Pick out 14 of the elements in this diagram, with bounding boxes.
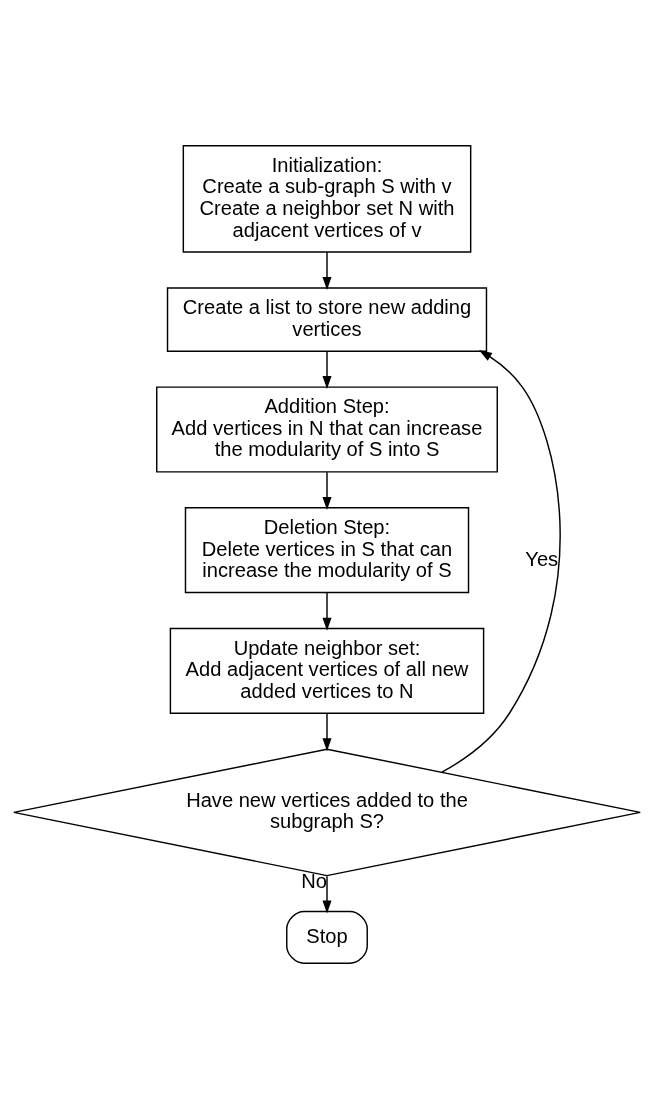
arrow xyxy=(322,350,332,389)
arrow xyxy=(322,591,332,631)
arrow xyxy=(441,349,561,773)
node-box: Addition Step: Add vertices in N that can increase the modularity of S into S xyxy=(156,385,498,473)
node-box: Initialization: Create a sub-graph S with v Create a neighbor set N with adjacent vertices of v xyxy=(182,144,472,253)
node-box: Update neighbor set: Add adjacent vertices of all new added vertices to N xyxy=(169,627,485,714)
arrow xyxy=(322,470,332,510)
node-box: Deletion Step: Delete vertices in S that can increase the modularity of S xyxy=(184,506,470,593)
node-box: Stop xyxy=(286,910,368,964)
arrow xyxy=(322,712,332,751)
node-box: Create a list to store new adding vertices xyxy=(166,286,488,352)
arrow xyxy=(322,251,332,290)
arrow xyxy=(322,875,332,913)
edge-label: Yes xyxy=(525,547,559,570)
